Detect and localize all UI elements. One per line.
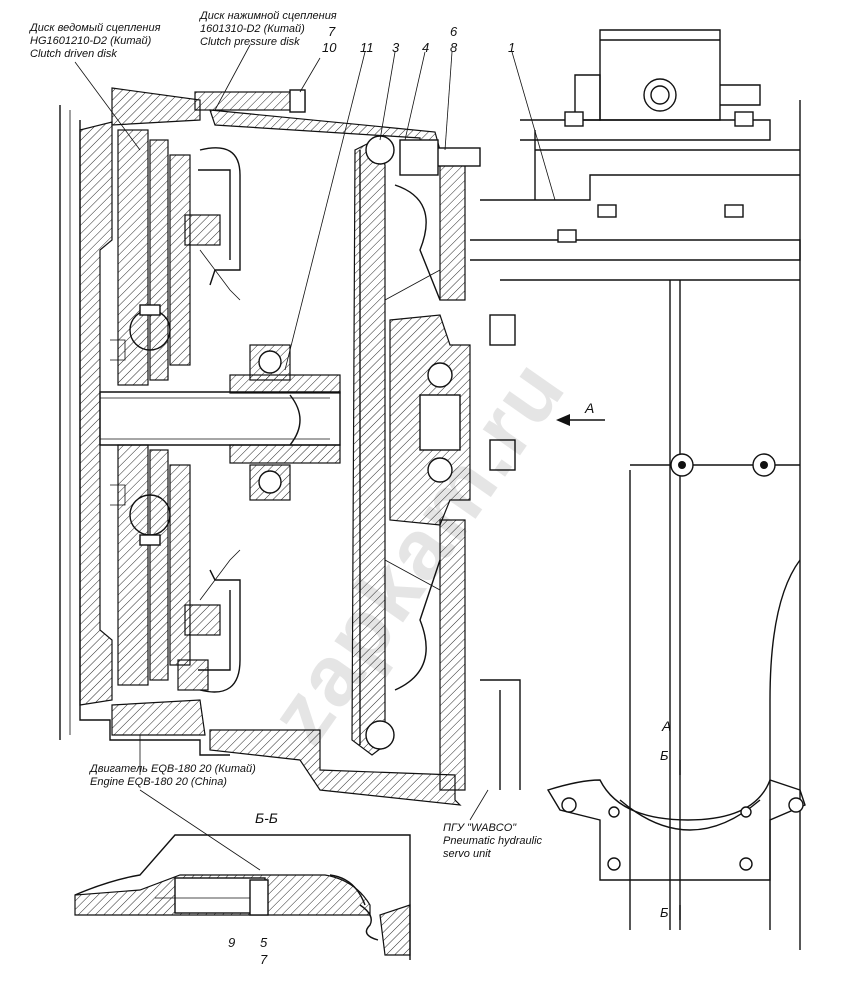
label-pgu-ru: ПГУ "WABCO" [443,822,517,834]
section-b-b [74,834,411,960]
pos-9: 9 [228,935,236,950]
pos-6: 6 [450,24,458,39]
cut-mark-top: Б [660,748,669,763]
view-a-bracket [546,760,806,920]
label-pgu-en-2: servo unit [443,848,491,860]
release-bearing [249,344,291,501]
label-driven-disk-code: HG1601210-D2 (Китай) [30,35,152,47]
pos-10: 10 [322,40,337,55]
leader-lines [74,44,556,871]
label-engine-ru: Двигатель EQB-180 20 (Китай) [90,763,256,775]
pos-11: 11 [360,40,374,55]
label-pressure-disk-en: Clutch pressure disk [200,36,300,48]
pos-4: 4 [422,40,430,55]
label-driven-disk: Диск ведомый сцепления HG1601210-D2 (Кит… [30,22,160,61]
release-fork [351,135,395,756]
label-pressure-disk-code: 1601310-D2 (Китай) [200,23,305,35]
section-b-b-title: Б-Б [255,810,278,826]
label-pressure-disk: Диск нажимной сцепления 1601310-D2 (Кита… [200,10,337,49]
label-driven-disk-ru: Диск ведомый сцепления [30,22,161,34]
pos-7-top: 7 [328,24,336,39]
pos-3: 3 [392,40,400,55]
label-driven-disk-en: Clutch driven disk [30,48,117,60]
label-engine-en: Engine EQB-180 20 (China) [90,776,227,788]
view-a-title: A [662,718,672,734]
label-pressure-disk-ru: Диск нажимной сцепления [200,10,337,22]
label-pgu: ПГУ "WABCO" Pneumatic hydraulic servo un… [443,822,542,861]
view-a-arrow [556,414,605,426]
label-pgu-en-1: Pneumatic hydraulic [443,835,543,847]
cut-mark-bottom: Б [660,905,669,920]
driven-disk-assembly [110,129,209,691]
label-engine: Двигатель EQB-180 20 (Китай) Engine EQB-… [90,763,256,789]
arrow-a-label: A [585,400,595,416]
pressure-plate-cover [184,147,241,693]
pos-8: 8 [450,40,458,55]
pos-1: 1 [508,40,516,55]
servo-unit-body [384,139,516,791]
flywheel-housing [59,87,230,756]
pos-5: 5 [260,935,268,950]
pos-7-bottom: 7 [260,952,268,967]
